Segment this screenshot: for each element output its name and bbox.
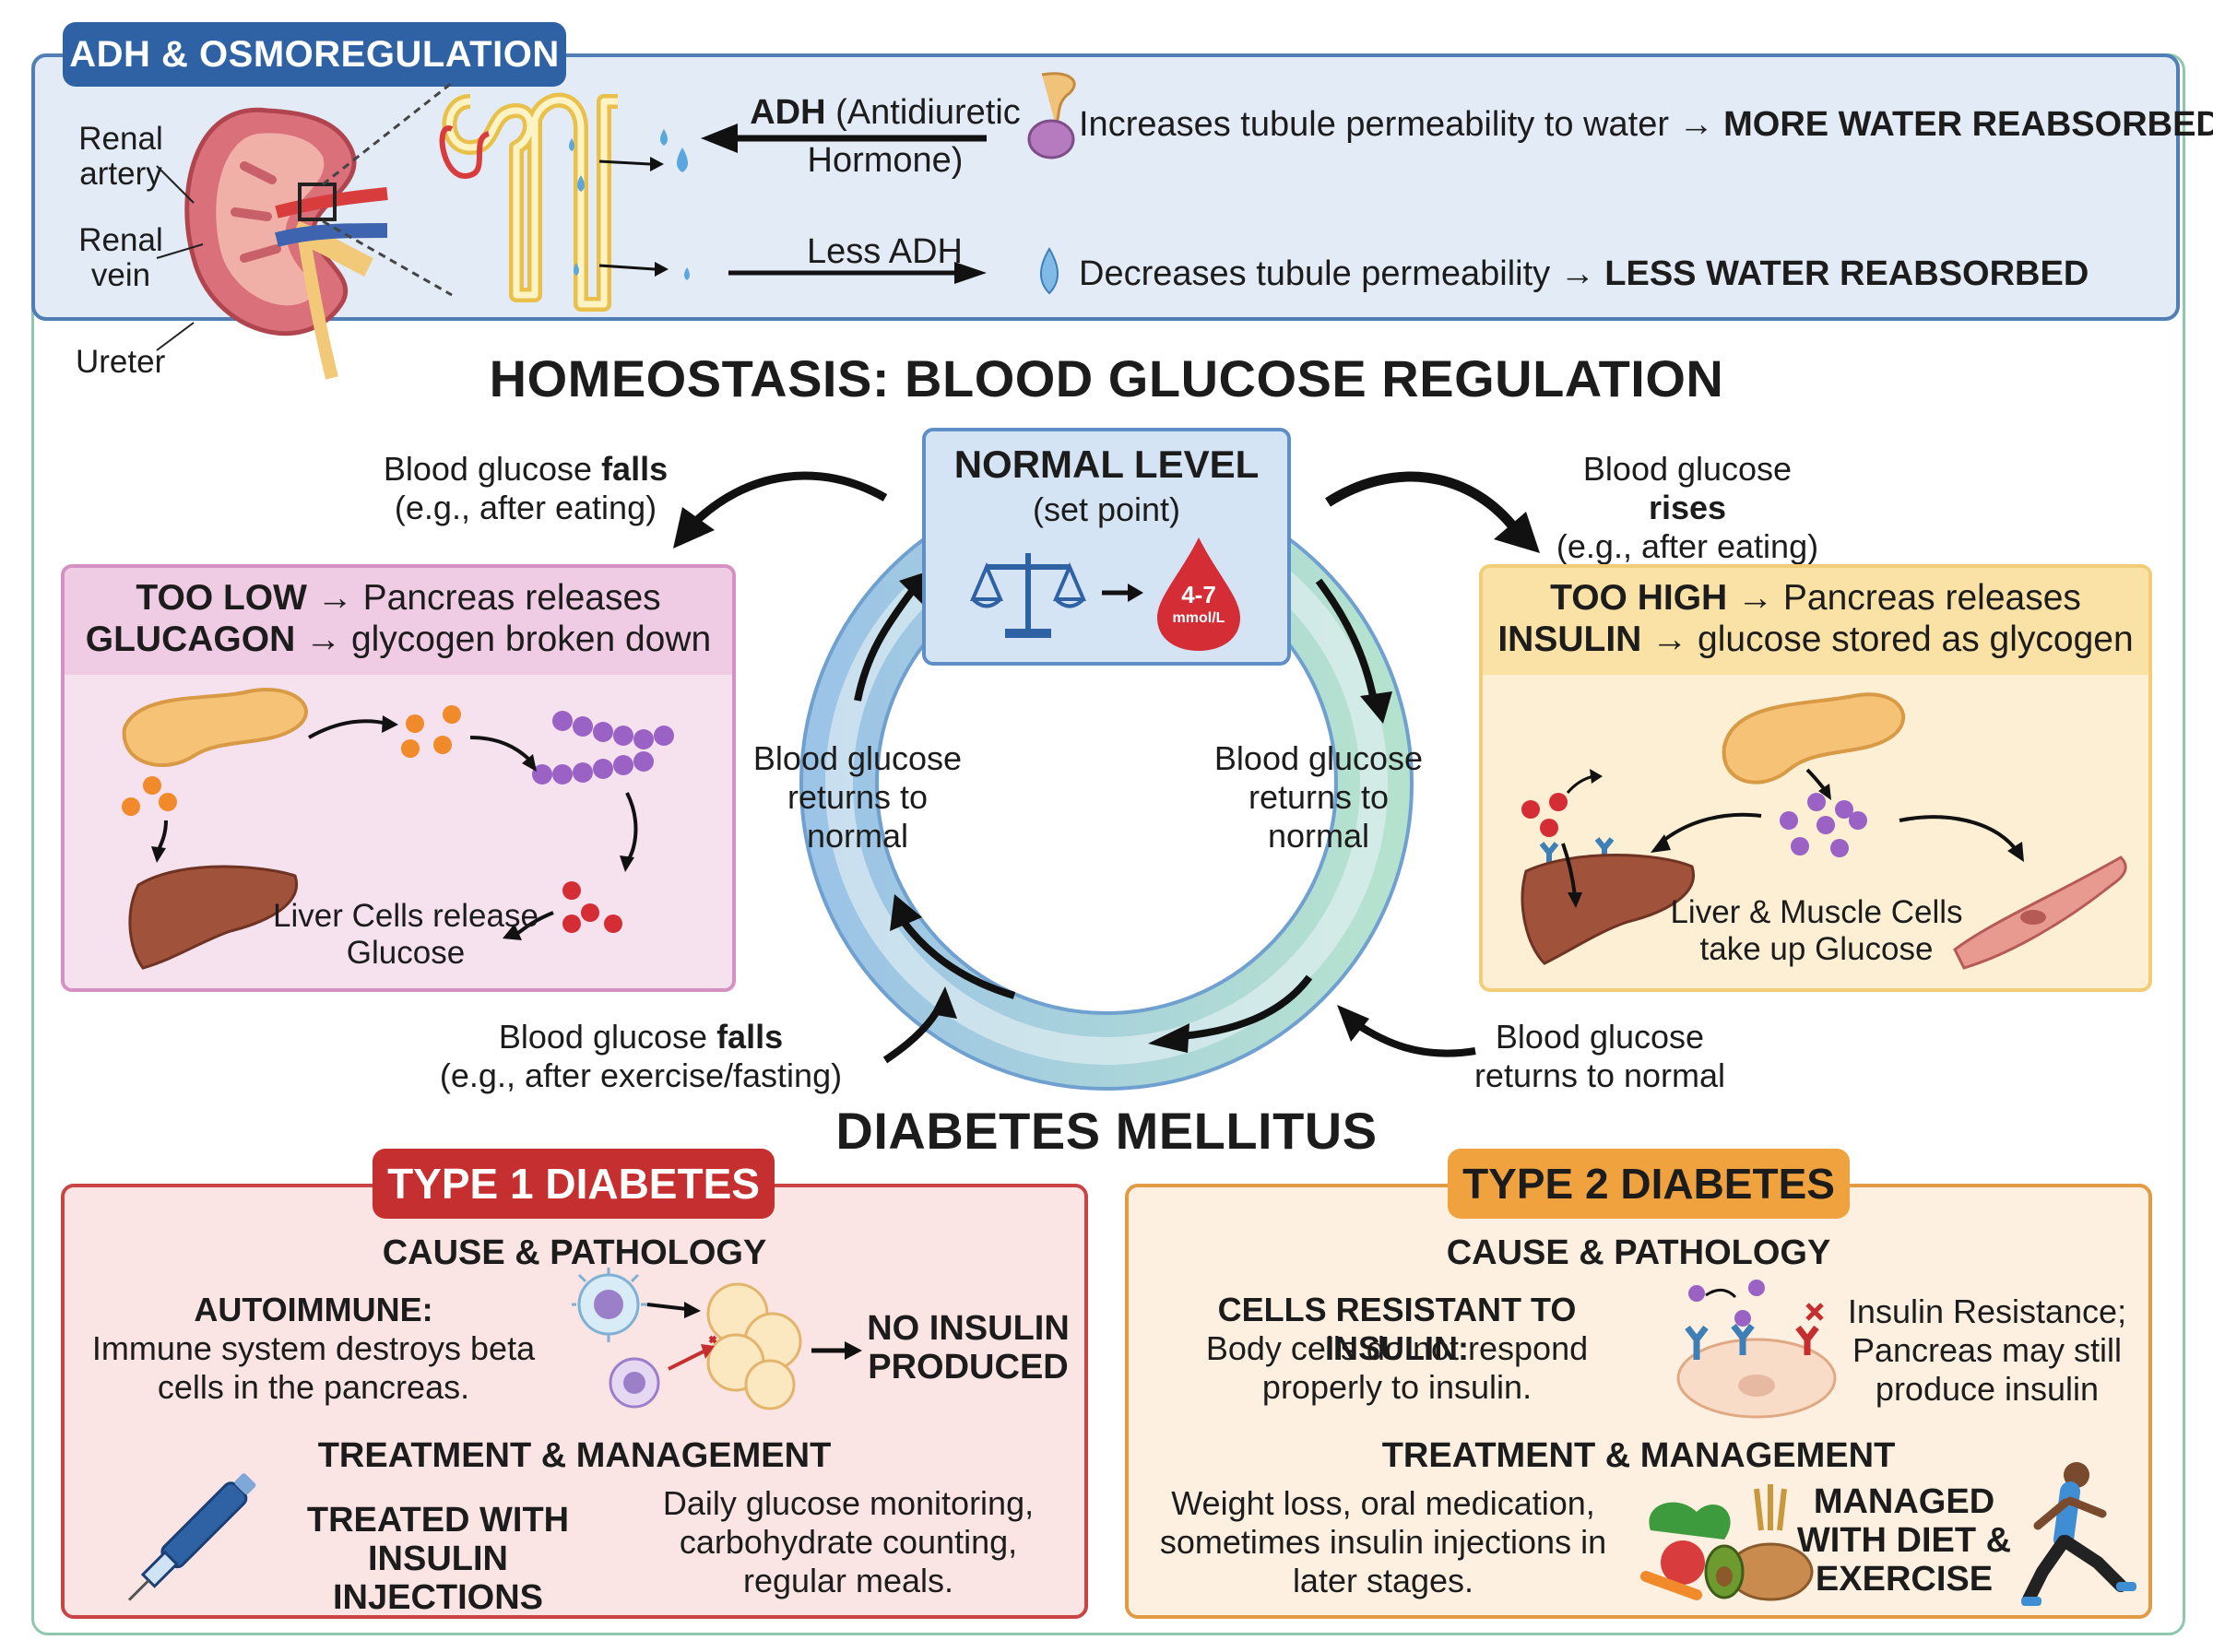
normal-level-subtitle: (set point)	[1032, 490, 1181, 528]
too-high-bold: TOO HIGH	[1550, 578, 1728, 618]
kidney-label-pointers	[156, 165, 204, 351]
type1-treat-heading: TREATMENT & MANAGEMENT	[317, 1436, 832, 1475]
type1-cause-text: Immune system destroys beta cells in the…	[91, 1329, 536, 1406]
healthy-food-icon	[1640, 1484, 1814, 1601]
type1-tab: TYPE 1 DIABETES	[373, 1149, 775, 1219]
type2-tab: TYPE 2 DIABETES	[1448, 1149, 1850, 1219]
rises-top-note: (e.g., after eating)	[1556, 527, 1819, 565]
insulin-receptor-icon-type2	[1676, 1280, 1837, 1419]
beta-cell-icon	[706, 1282, 802, 1410]
water-drop-icon	[569, 129, 690, 280]
pancreas-icon	[122, 688, 308, 767]
type2-box	[1125, 1184, 2152, 1619]
arrow-to-low	[673, 471, 888, 549]
water-drop-icon-small	[1040, 247, 1059, 295]
falls-top-note: (e.g., after eating)	[394, 489, 657, 526]
returns-normal-right: Blood glucose returns to normal	[1213, 739, 1424, 855]
returns-normal-left: Blood glucose returns to normal	[752, 739, 963, 855]
too-high-rest: → Pancreas releases	[1737, 578, 2081, 618]
normal-level-title: NORMAL LEVEL	[953, 442, 1260, 486]
blood-drop-icon	[1157, 537, 1240, 651]
insulin-rest: → glucose stored as glycogen	[1651, 620, 2134, 659]
immune-cell-icon	[572, 1268, 802, 1410]
glucagon-header-text: TOO LOW → Pancreas releases GLUCAGON → g…	[65, 577, 732, 660]
zoom-lines	[322, 81, 453, 297]
type1-cause-heading: CAUSE & PATHOLOGY	[382, 1233, 767, 1272]
renal-vein-label: Renal vein	[78, 222, 163, 293]
adh-hormone-label-bold: ADH	[750, 93, 826, 132]
more-water-line: Increases tubule permeability to water →…	[1079, 105, 2213, 145]
arrow-bottom-right	[1337, 1005, 1476, 1057]
falls-bottom-bold: falls	[716, 1018, 784, 1056]
returns-normal-bottom: Blood glucose returns to normal	[1473, 1018, 1726, 1094]
insulin-header-text: TOO HIGH → Pancreas releases INSULIN → g…	[1483, 577, 2148, 660]
pancreas-icon-high	[1722, 692, 1906, 785]
liver-icon	[128, 865, 299, 970]
glucagon-rest: → glycogen broken down	[305, 620, 712, 659]
type2-treat-bold: MANAGED WITH DIET & EXERCISE	[1796, 1482, 2012, 1599]
type1-cause-bold: AUTOIMMUNE:	[194, 1291, 433, 1328]
liver-icon-high	[1521, 854, 1696, 965]
nephron-icon	[439, 92, 618, 312]
type1-treat-bold: TREATED WITH INSULIN INJECTIONS	[306, 1501, 570, 1617]
balance-scale-icon	[969, 553, 1087, 638]
insulin-syringe-pen-icon	[127, 1473, 256, 1601]
type1-treat-text: Daily glucose monitoring, carbohydrate c…	[662, 1484, 1035, 1599]
less-water-bold: LESS WATER REABSORBED	[1604, 254, 2089, 293]
renal-artery-label: Renal artery	[78, 121, 163, 192]
rises-top-prefix: Blood glucose	[1582, 450, 1793, 488]
falls-bottom-prefix: Blood glucose	[498, 1018, 708, 1056]
falls-top-label: Blood glucose falls (e.g., after eating)	[378, 450, 673, 527]
glucagon-caption: Liver Cells release Glucose	[273, 898, 538, 971]
runner-icon	[2021, 1462, 2136, 1606]
type2-treat-heading: TREATMENT & MANAGEMENT	[1381, 1436, 1896, 1475]
insulin-bold: INSULIN	[1497, 620, 1642, 659]
falls-top-bold: falls	[601, 450, 669, 488]
arrow-bottom-left	[882, 986, 957, 1064]
rises-top-label: Blood glucose rises (e.g., after eating)	[1540, 450, 1835, 566]
adh-arrows	[701, 124, 987, 284]
less-water-text: Decreases tubule permeability →	[1079, 254, 1595, 293]
insulin-illustration	[1521, 692, 2127, 970]
glucagon-illustration	[122, 688, 674, 970]
falls-top-prefix: Blood glucose	[383, 450, 593, 488]
blood-drop-value: 4-7	[1181, 581, 1216, 608]
falls-bottom-label: Blood glucose falls (e.g., after exercis…	[424, 1018, 858, 1095]
blood-drop-unit: mmol/L	[1172, 610, 1225, 626]
less-adh-label: Less ADH	[807, 232, 963, 271]
more-water-bold: MORE WATER REABSORBED	[1723, 105, 2213, 144]
insulin-caption: Liver & Muscle Cells take up Glucose	[1670, 894, 1963, 967]
type1-result: NO INSULIN PRODUCED	[867, 1309, 1070, 1386]
falls-bottom-note: (e.g., after exercise/fasting)	[439, 1056, 843, 1094]
ureter-label: Ureter	[76, 344, 166, 380]
pituitary-icon	[1027, 72, 1076, 159]
type1-result-arrow	[811, 1341, 862, 1360]
less-water-line: Decreases tubule permeability → LESS WAT…	[1079, 254, 2089, 294]
normal-arrow	[1102, 584, 1143, 602]
adh-hormone-label: ADH (Antidiuretic Hormone)	[738, 88, 1033, 184]
insulin-box-header	[1483, 568, 2148, 675]
type2-result: Insulin Resistance; Pancreas may still p…	[1847, 1292, 2127, 1408]
too-low-bold: TOO LOW	[136, 578, 307, 618]
adh-title: ADH & OSMOREGULATION	[63, 22, 566, 87]
type2-cause-bold: CELLS RESISTANT TO INSULIN:	[1217, 1291, 1577, 1367]
arrow-to-high	[1325, 471, 1540, 553]
diabetes-title: DIABETES MELLITUS	[835, 1102, 1378, 1160]
homeostasis-title: HOMEOSTASIS: BLOOD GLUCOSE REGULATION	[489, 349, 1724, 407]
more-water-text: Increases tubule permeability to water →	[1079, 105, 1714, 144]
glucagon-box-header	[65, 568, 732, 675]
glucagon-bold: GLUCAGON	[85, 620, 296, 659]
adh-panel	[31, 53, 2180, 321]
too-low-rest: → Pancreas releases	[316, 578, 661, 618]
adh-hormone-label-rest: (Antidiuretic Hormone)	[807, 93, 1021, 180]
type2-treat-text: Weight loss, oral medication, sometimes …	[1159, 1484, 1607, 1599]
kidney-icon	[184, 107, 388, 380]
type2-cause-heading: CAUSE & PATHOLOGY	[1446, 1233, 1831, 1272]
type2-cause-text: Body cells do not respond properly to in…	[1205, 1329, 1589, 1406]
rises-top-bold: rises	[1648, 489, 1727, 526]
